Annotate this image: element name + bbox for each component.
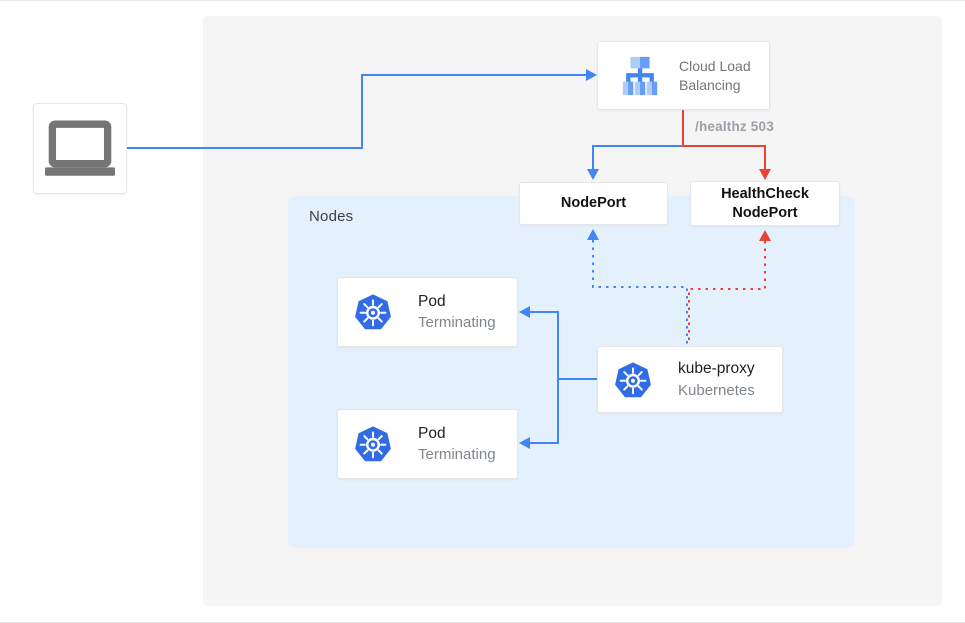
- kubernetes-icon: [355, 426, 391, 462]
- nodes-label: Nodes: [309, 208, 354, 225]
- laptop-icon: [45, 119, 115, 176]
- kube-proxy-card: kube-proxy Kubernetes: [597, 346, 783, 413]
- kube-proxy-subtitle: Kubernetes: [678, 381, 755, 399]
- pod-card-1: Pod Terminating: [337, 277, 518, 347]
- pod-card-2: Pod Terminating: [337, 409, 518, 479]
- kube-proxy-title: kube-proxy: [678, 360, 755, 378]
- pod-title: Pod: [418, 292, 446, 310]
- healthcheck-nodeport-box: HealthCheck NodePort: [690, 181, 840, 226]
- pod-status: Terminating: [418, 314, 496, 332]
- nodeport-box: NodePort: [519, 182, 668, 225]
- cloud-load-balancing-card: Cloud Load Balancing: [597, 41, 770, 110]
- client-card: [33, 103, 127, 194]
- kubernetes-icon: [355, 294, 391, 330]
- pod-status: Terminating: [418, 446, 496, 464]
- page-top-divider: [0, 0, 965, 1]
- load-balancer-icon: [622, 56, 658, 95]
- pod-title: Pod: [418, 424, 446, 442]
- cloud-load-balancing-label: Cloud Load Balancing: [679, 57, 751, 93]
- healthz-status-label: /healthz 503: [695, 119, 774, 134]
- healthcheck-nodeport-label: HealthCheck NodePort: [721, 185, 809, 221]
- nodeport-label: NodePort: [560, 195, 627, 212]
- kubernetes-icon: [615, 361, 651, 397]
